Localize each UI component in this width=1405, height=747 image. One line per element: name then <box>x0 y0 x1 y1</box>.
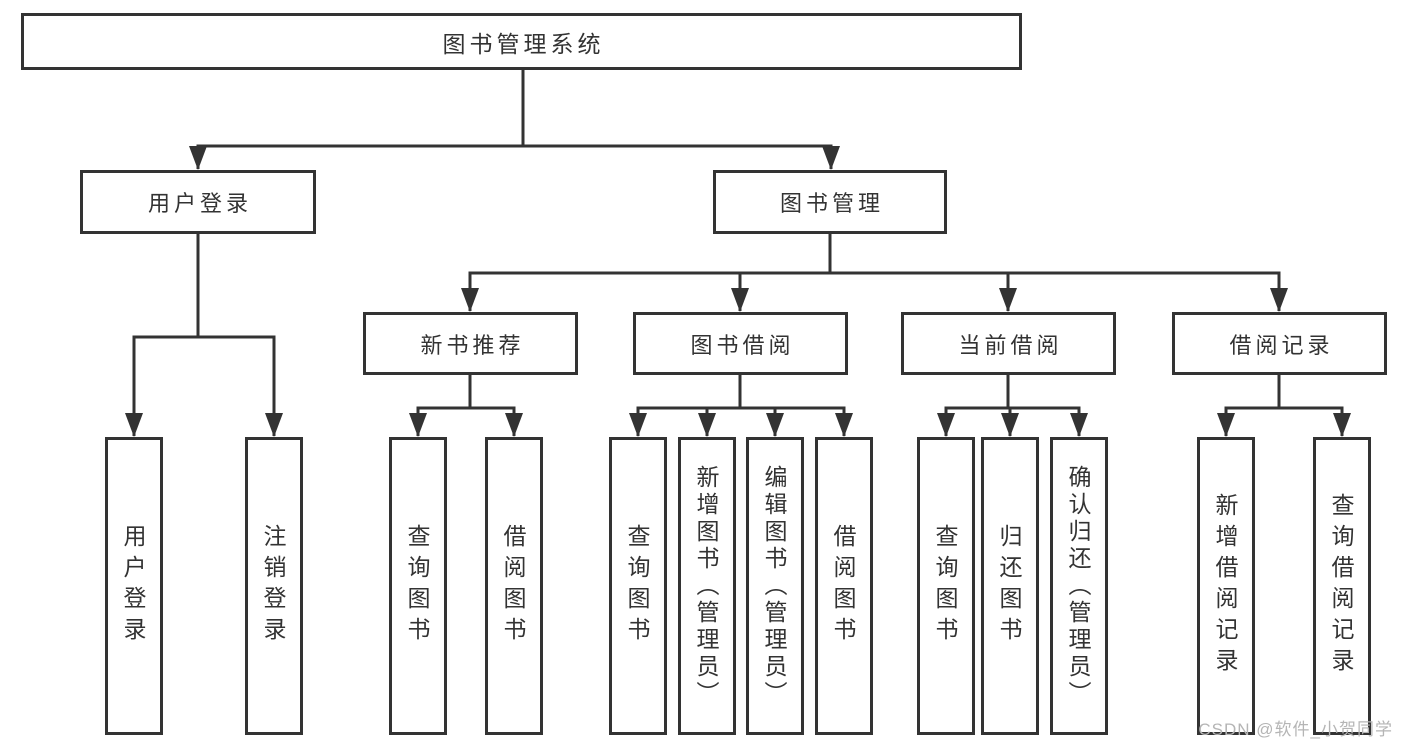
connector-current-borrow-group <box>937 374 1088 437</box>
leaf-borrow-books-recommend: 借阅图书 <box>485 437 543 735</box>
leaf-query-books-recommend: 查询图书 <box>389 437 447 735</box>
leaf-query-books-borrow: 查询图书 <box>609 437 667 735</box>
leaf-add-borrow-record: 新增借阅记录 <box>1197 437 1255 735</box>
node-borrowing-records: 借阅记录 <box>1172 312 1387 375</box>
node-book-management: 图书管理 <box>713 170 947 234</box>
node-library-management-system: 图书管理系统 <box>21 13 1022 70</box>
csdn-watermark: CSDN @软件_小贺同学 <box>1198 720 1393 739</box>
node-user-login: 用户登录 <box>80 170 316 234</box>
node-current-borrowing: 当前借阅 <box>901 312 1116 375</box>
leaf-confirm-return-admin: 确认归还（管理员） <box>1050 437 1108 735</box>
connector-book-management-split <box>461 234 1288 312</box>
leaf-edit-book-admin: 编辑图书（管理员） <box>746 437 804 735</box>
connector-book-borrow-group <box>629 374 853 437</box>
connector-user-login-group <box>125 234 283 437</box>
leaf-logout: 注销登录 <box>245 437 303 735</box>
connector-root-split <box>189 70 840 170</box>
leaf-query-books-current: 查询图书 <box>917 437 975 735</box>
leaf-borrow-books: 借阅图书 <box>815 437 873 735</box>
leaf-query-borrow-record: 查询借阅记录 <box>1313 437 1371 735</box>
connector-new-books-group <box>409 374 523 437</box>
leaf-return-book: 归还图书 <box>981 437 1039 735</box>
connector-borrow-records-group <box>1217 374 1351 437</box>
node-book-borrowing: 图书借阅 <box>633 312 848 375</box>
node-new-book-recommendation: 新书推荐 <box>363 312 578 375</box>
leaf-user-login: 用户登录 <box>105 437 163 735</box>
leaf-add-book-admin: 新增图书（管理员） <box>678 437 736 735</box>
